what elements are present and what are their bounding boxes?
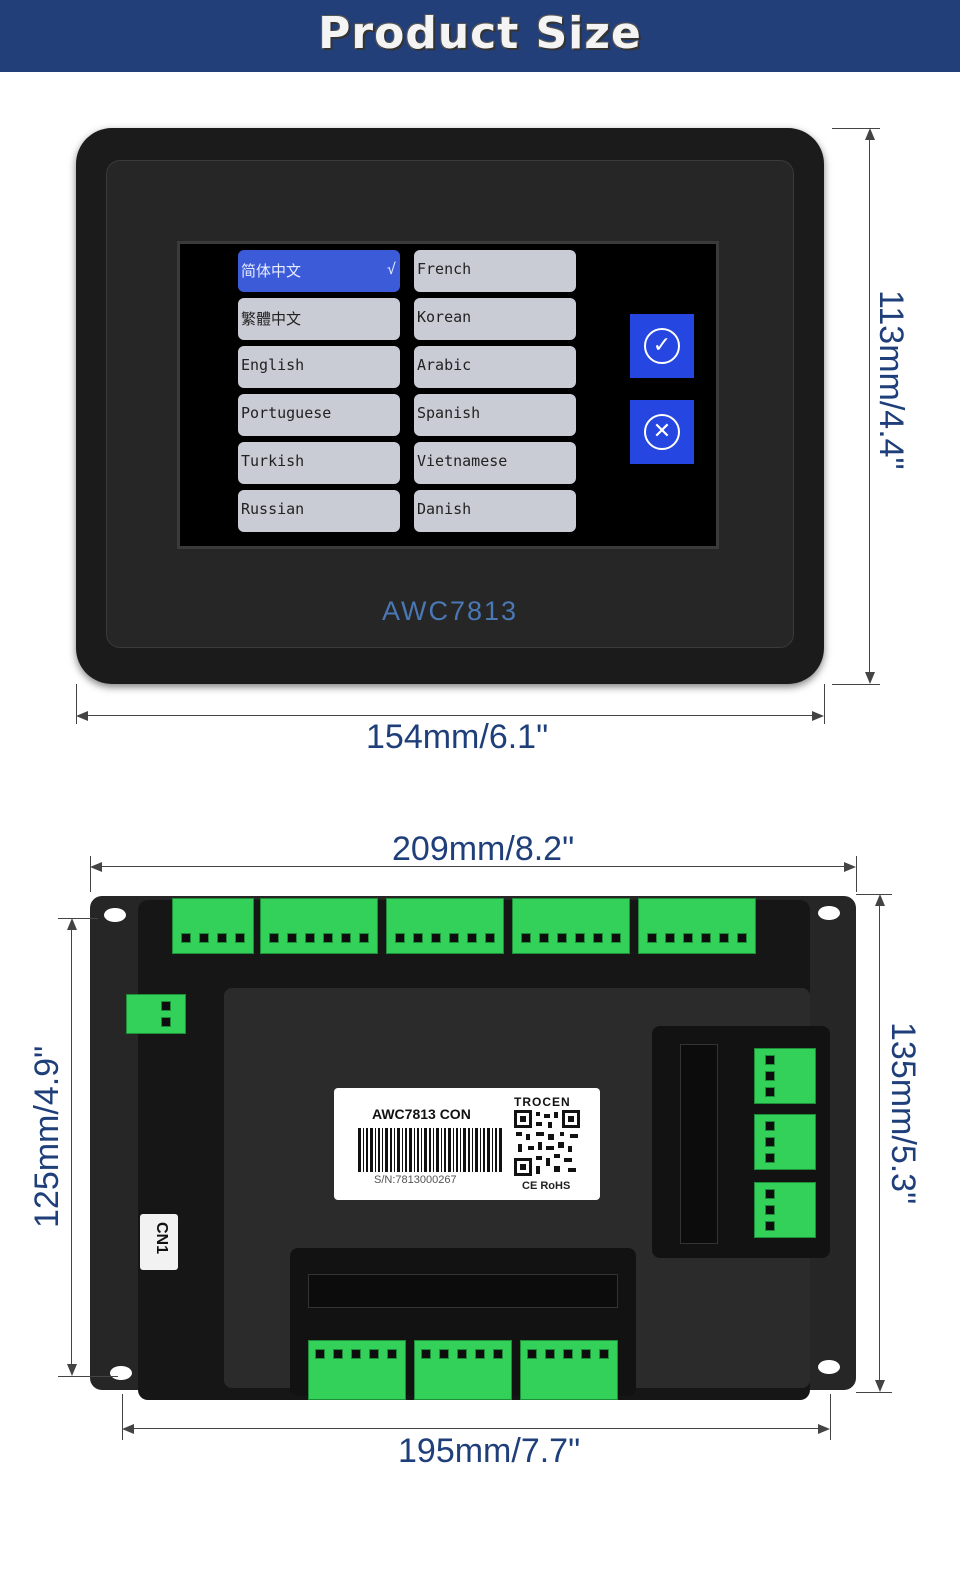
terminal-block bbox=[386, 898, 504, 954]
arrow-up-icon bbox=[67, 918, 77, 930]
dim-label-board-height-right: 135mm/5.3" bbox=[884, 1022, 922, 1205]
dim-line-board-height-left bbox=[71, 924, 72, 1370]
lang-label: 繁體中文 bbox=[241, 310, 302, 328]
dim-label-board-height-left: 125mm/4.9" bbox=[28, 1045, 66, 1228]
dim-line-board-width-top bbox=[96, 866, 850, 867]
mounting-hole bbox=[104, 908, 126, 922]
certification-marks: CE RoHS bbox=[522, 1180, 571, 1192]
terminal-block bbox=[172, 898, 254, 954]
lang-button-vietnamese[interactable]: Vietnamese bbox=[414, 442, 576, 484]
dim-label-board-width-bottom: 195mm/7.7" bbox=[398, 1432, 581, 1470]
lang-label: Portuguese bbox=[241, 404, 332, 422]
mounting-hole bbox=[110, 1366, 132, 1380]
terminal-block bbox=[260, 898, 378, 954]
dim-line-panel-height bbox=[869, 134, 870, 678]
mounting-hole bbox=[818, 906, 840, 920]
hmi-panel: 简体中文 √ 繁體中文 English Portuguese Turkish R… bbox=[76, 128, 824, 684]
connector-socket bbox=[308, 1274, 618, 1308]
dim-label-board-width-top: 209mm/8.2" bbox=[392, 830, 575, 868]
lang-label: Turkish bbox=[241, 452, 305, 470]
terminal-block bbox=[512, 898, 630, 954]
lang-button-simplified-chinese[interactable]: 简体中文 √ bbox=[238, 250, 400, 292]
connector-socket bbox=[680, 1044, 718, 1244]
dim-extension-line bbox=[830, 1394, 831, 1440]
lang-label: 简体中文 bbox=[241, 262, 302, 280]
lang-button-russian[interactable]: Russian bbox=[238, 490, 400, 532]
lang-label: Danish bbox=[417, 500, 472, 518]
lang-label: Russian bbox=[241, 500, 305, 518]
arrow-down-icon bbox=[67, 1364, 77, 1376]
lang-button-turkish[interactable]: Turkish bbox=[238, 442, 400, 484]
arrow-down-icon bbox=[875, 1380, 885, 1392]
dim-extension-line bbox=[58, 918, 98, 919]
lang-button-spanish[interactable]: Spanish bbox=[414, 394, 576, 436]
dim-extension-line bbox=[856, 856, 857, 892]
arrow-right-icon bbox=[844, 862, 856, 872]
lang-button-english[interactable]: English bbox=[238, 346, 400, 388]
terminal-block bbox=[754, 1114, 816, 1170]
header-banner: Product Size bbox=[0, 0, 960, 72]
arrow-right-icon bbox=[812, 711, 824, 721]
lang-button-french[interactable]: French bbox=[414, 250, 576, 292]
confirm-button[interactable]: ✓ bbox=[630, 314, 694, 378]
terminal-block bbox=[638, 898, 756, 954]
barcode-icon bbox=[358, 1128, 502, 1172]
lang-label: English bbox=[241, 356, 305, 374]
qr-code-icon bbox=[514, 1110, 580, 1176]
lang-button-portuguese[interactable]: Portuguese bbox=[238, 394, 400, 436]
dim-line-board-height-right bbox=[879, 900, 880, 1386]
dim-label-panel-width: 154mm/6.1" bbox=[366, 718, 549, 756]
label-model: AWC7813 CON bbox=[372, 1106, 471, 1122]
connector-label: CN1 bbox=[153, 1222, 170, 1255]
cancel-button[interactable]: ✕ bbox=[630, 400, 694, 464]
check-circle-icon: ✓ bbox=[644, 328, 680, 364]
dim-extension-line bbox=[122, 1394, 123, 1440]
dim-extension-line bbox=[832, 684, 880, 685]
x-circle-icon: ✕ bbox=[644, 414, 680, 450]
lang-label: Korean bbox=[417, 308, 472, 326]
arrow-down-icon bbox=[865, 672, 875, 684]
lang-button-danish[interactable]: Danish bbox=[414, 490, 576, 532]
terminal-block bbox=[308, 1340, 406, 1400]
serial-number: S/N:7813000267 bbox=[374, 1174, 457, 1186]
dim-extension-line bbox=[90, 856, 91, 892]
dim-extension-line bbox=[58, 1376, 118, 1377]
terminal-block bbox=[126, 994, 186, 1034]
model-label: AWC7813 bbox=[381, 596, 519, 626]
lang-label: French bbox=[417, 260, 472, 278]
dim-extension-line bbox=[824, 684, 825, 724]
dim-label-panel-height: 113mm/4.4" bbox=[872, 290, 910, 470]
arrow-left-icon bbox=[76, 711, 88, 721]
arrow-left-icon bbox=[122, 1424, 134, 1434]
lang-label: Spanish bbox=[417, 404, 481, 422]
terminal-block bbox=[414, 1340, 512, 1400]
lang-label: Vietnamese bbox=[417, 452, 508, 470]
arrow-left-icon bbox=[90, 862, 102, 872]
touch-screen: 简体中文 √ 繁體中文 English Portuguese Turkish R… bbox=[177, 241, 719, 549]
product-label-sticker: AWC7813 CON TROCEN bbox=[334, 1088, 600, 1200]
panel-bezel: 简体中文 √ 繁體中文 English Portuguese Turkish R… bbox=[106, 160, 794, 648]
connector-tag: CN1 bbox=[140, 1214, 178, 1270]
lang-button-traditional-chinese[interactable]: 繁體中文 bbox=[238, 298, 400, 340]
dim-extension-line bbox=[832, 128, 880, 129]
terminal-block bbox=[520, 1340, 618, 1400]
dim-extension-line bbox=[856, 1392, 892, 1393]
lang-button-arabic[interactable]: Arabic bbox=[414, 346, 576, 388]
mounting-hole bbox=[818, 1360, 840, 1374]
page-title: Product Size bbox=[318, 8, 642, 59]
terminal-block bbox=[754, 1048, 816, 1104]
dim-line-board-width-bottom bbox=[128, 1428, 824, 1429]
lang-label: Arabic bbox=[417, 356, 472, 374]
selected-check-icon: √ bbox=[386, 260, 396, 278]
brand-logo: TROCEN bbox=[514, 1095, 571, 1109]
lang-button-korean[interactable]: Korean bbox=[414, 298, 576, 340]
dim-line-panel-width bbox=[82, 715, 818, 716]
dim-extension-line bbox=[856, 894, 892, 895]
arrow-up-icon bbox=[875, 894, 885, 906]
arrow-right-icon bbox=[818, 1424, 830, 1434]
arrow-up-icon bbox=[865, 128, 875, 140]
terminal-block bbox=[754, 1182, 816, 1238]
dim-extension-line bbox=[76, 684, 77, 724]
